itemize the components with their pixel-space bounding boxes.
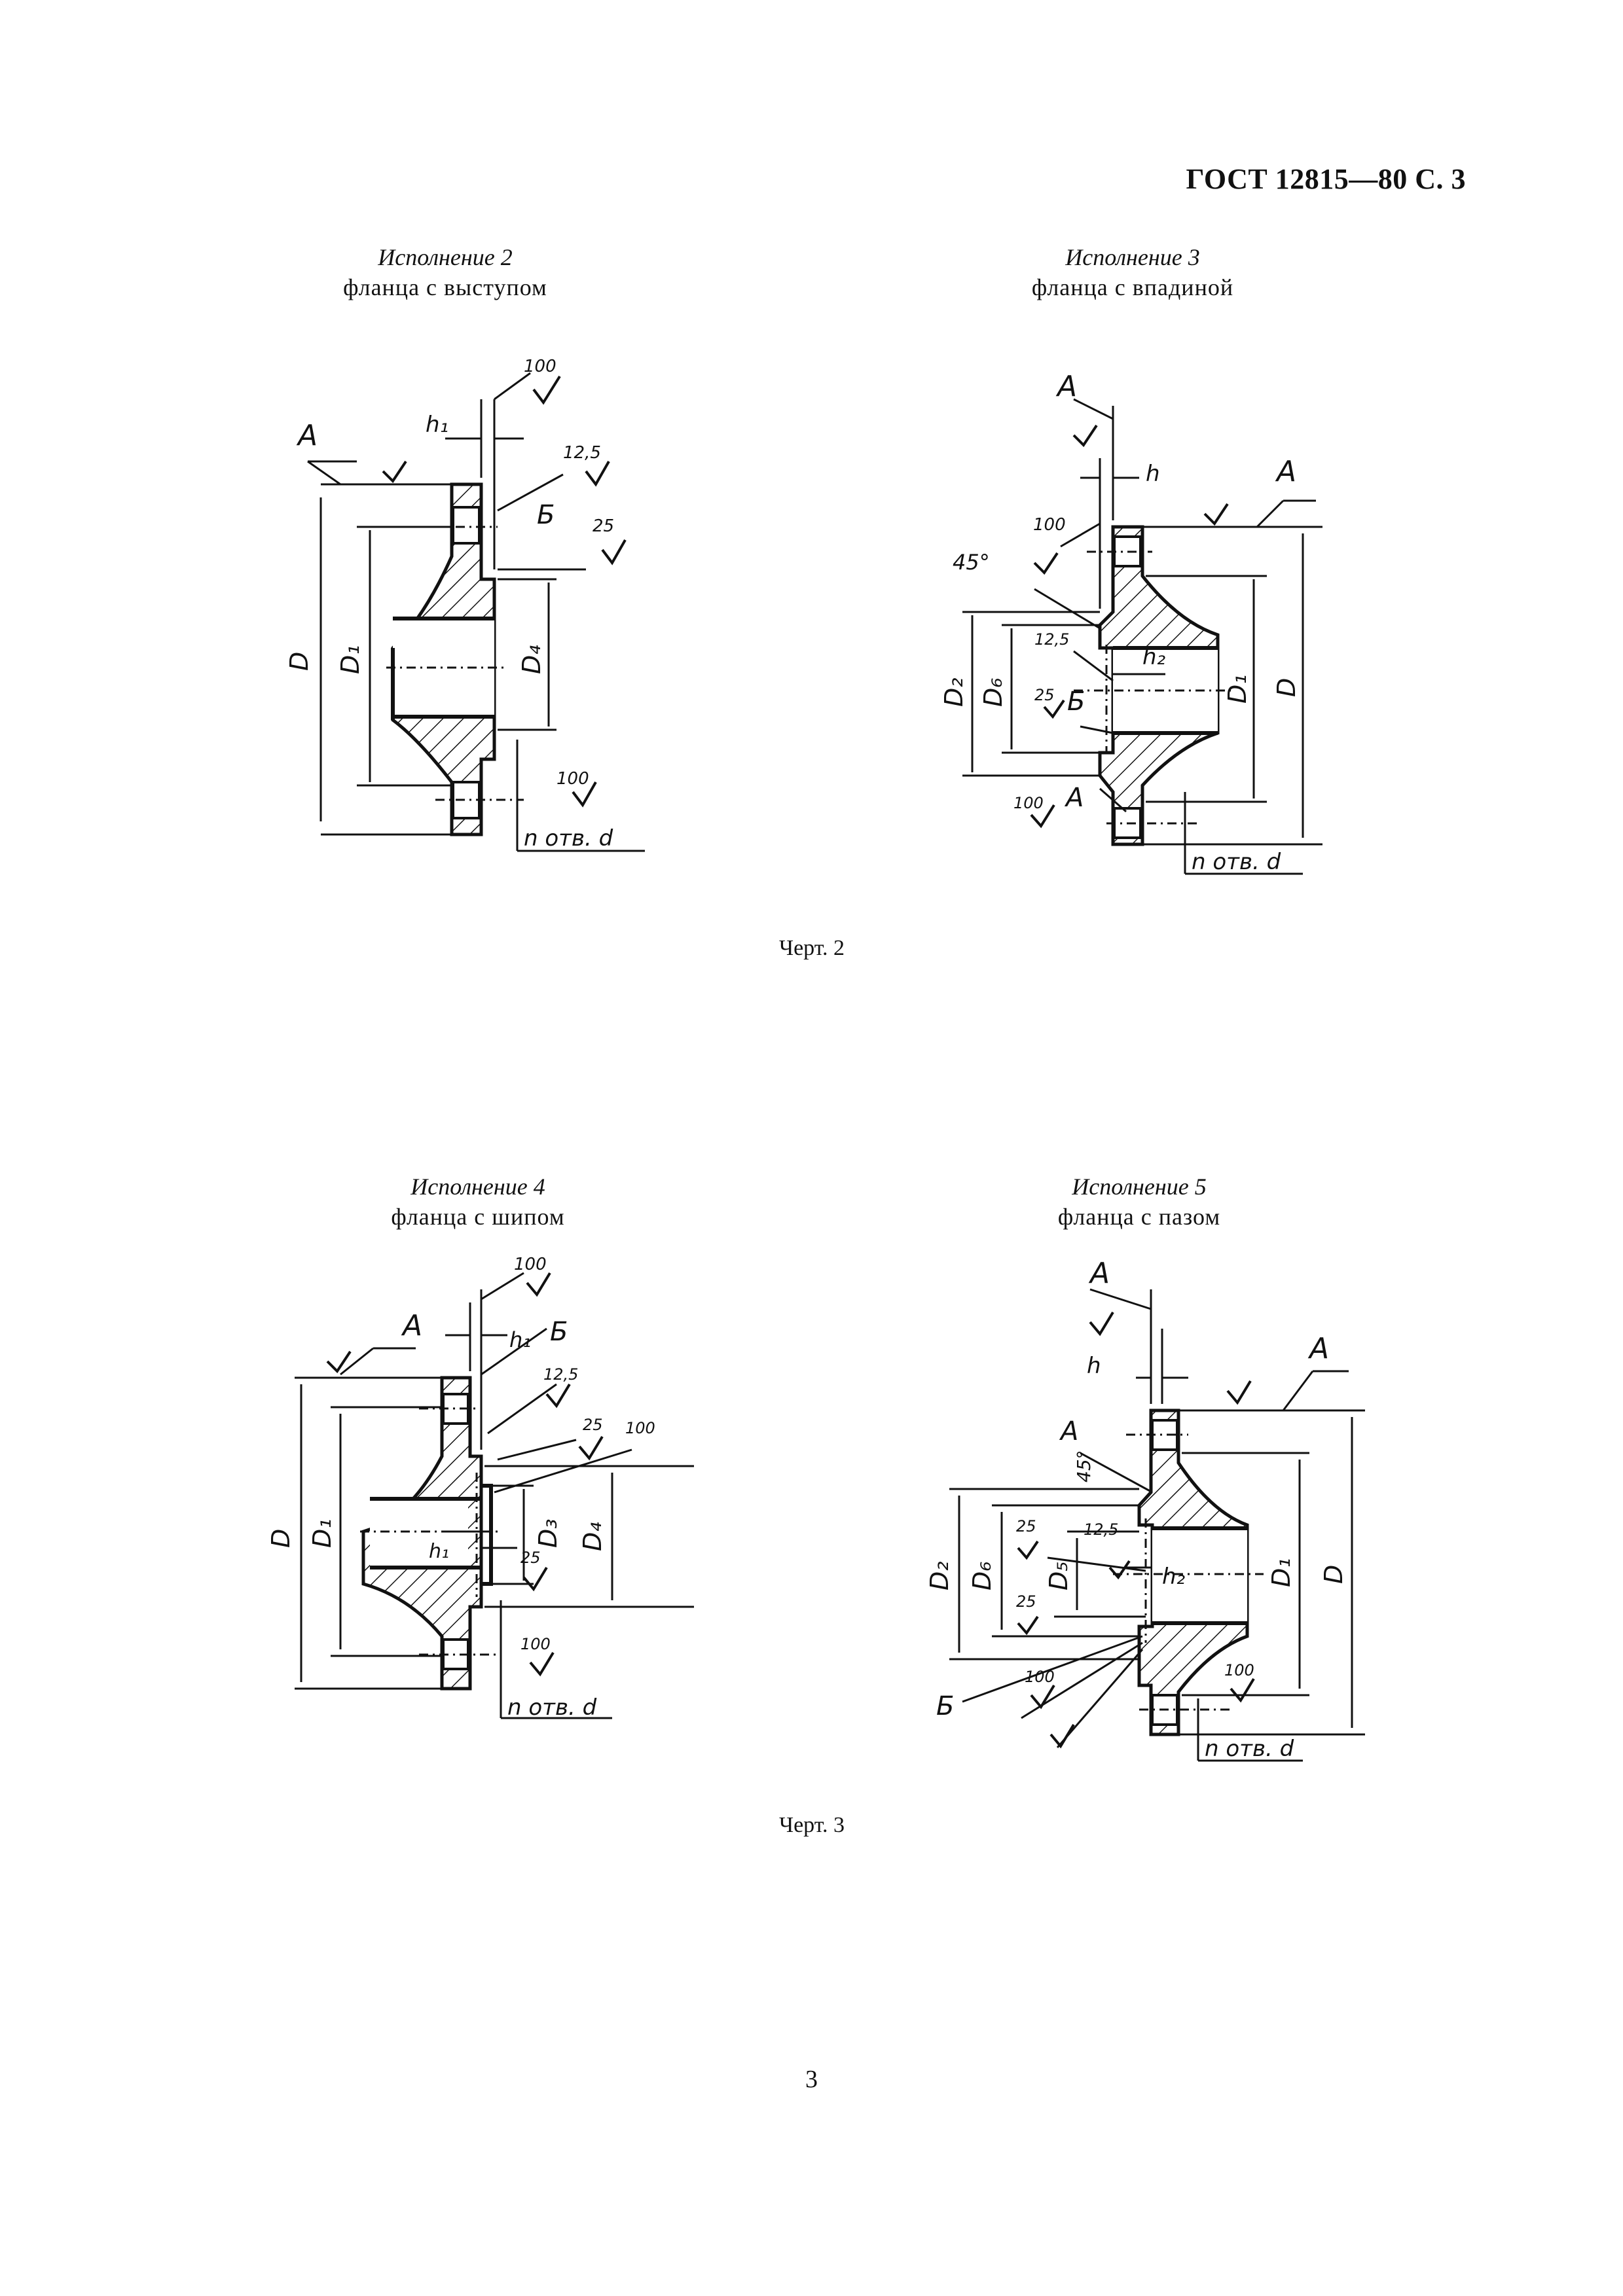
document-header: ГОСТ 12815—80 С. 3 xyxy=(1186,163,1466,195)
holes-label: n отв. d xyxy=(1205,1736,1294,1762)
variant-label: Исполнение 5 xyxy=(1072,1174,1207,1200)
datum-a2-label: A xyxy=(1307,1332,1329,1365)
datum-a3-label: A xyxy=(1064,783,1084,813)
roughness-25-label: 25 xyxy=(1016,1517,1036,1535)
datum-a-label: A xyxy=(296,419,318,452)
dim-d-label: D xyxy=(1272,678,1301,697)
datum-a-label: A xyxy=(1088,1257,1110,1290)
surface-b-label: Б xyxy=(537,500,555,530)
roughness-12-5-label: 12,5 xyxy=(563,443,601,463)
holes-label: n отв. d xyxy=(524,825,613,852)
dim-d1-label: D₁ xyxy=(336,645,365,675)
surface-b-label: Б xyxy=(936,1691,954,1721)
flange-name: фланца с пазом xyxy=(1057,1204,1221,1230)
holes-label: n отв. d xyxy=(1192,849,1281,875)
roughness-25-label: 25 xyxy=(593,516,614,536)
h-label: h xyxy=(1087,1353,1101,1379)
figure-title-2: Исполнение 2 фланца с выступом xyxy=(216,242,674,302)
h-label: h xyxy=(1146,461,1160,487)
h2-label: h₂ xyxy=(1142,644,1166,670)
roughness-25b-label: 25 xyxy=(1016,1592,1036,1611)
roughness-100-label: 100 xyxy=(1025,1668,1055,1686)
dim-d6-label: D₆ xyxy=(979,678,1008,708)
holes-label: n отв. d xyxy=(507,1695,597,1721)
figure-title-5: Исполнение 5 фланца с пазом xyxy=(910,1172,1368,1232)
figure-caption-2: Черт. 2 xyxy=(778,936,845,960)
dim-d4-label: D₄ xyxy=(578,1522,607,1552)
roughness-100-label: 100 xyxy=(514,1255,547,1274)
h1b-label: h₁ xyxy=(429,1540,449,1563)
roughness-100-label: 100 xyxy=(1033,515,1066,535)
datum-a-label: A xyxy=(401,1309,422,1342)
roughness-100b-label: 100 xyxy=(520,1635,551,1653)
dim-d1-label: D₁ xyxy=(1267,1558,1296,1588)
roughness-100c-label: 100 xyxy=(625,1419,655,1437)
roughness-12-5-label: 12,5 xyxy=(543,1365,578,1384)
h1-label: h₁ xyxy=(509,1327,531,1352)
dim-d2-label: D₂ xyxy=(925,1562,954,1591)
dim-d1-label: D₁ xyxy=(308,1519,337,1549)
roughness-100-label: 100 xyxy=(524,357,556,376)
dim-d6-label: D₆ xyxy=(968,1562,996,1591)
roughness-100b-label: 100 xyxy=(1224,1661,1254,1679)
figure-caption-3: Черт. 3 xyxy=(778,1813,845,1837)
datum-a2-label: A xyxy=(1275,455,1296,488)
roughness-25-label: 25 xyxy=(1034,686,1055,704)
variant-label: Исполнение 3 xyxy=(1065,244,1200,270)
dim-d3-label: D₃ xyxy=(534,1519,562,1549)
roughness-100b-label: 100 xyxy=(1013,794,1044,812)
figure-title-4: Исполнение 4 фланца с шипом xyxy=(249,1172,707,1232)
page-number: 3 xyxy=(805,2066,818,2093)
angle-label: 45° xyxy=(1073,1450,1095,1482)
figure-title-3: Исполнение 3 фланца с впадиной xyxy=(903,242,1362,302)
dim-d1-label: D₁ xyxy=(1223,675,1252,704)
variant-label: Исполнение 4 xyxy=(410,1174,545,1200)
h1-label: h₁ xyxy=(426,412,448,438)
dim-d-label: D xyxy=(1319,1565,1348,1584)
h2-label: h₂ xyxy=(1162,1564,1186,1590)
surface-b-label: Б xyxy=(1067,687,1085,717)
roughness-12-5-label: 12,5 xyxy=(1084,1520,1118,1539)
dim-d4-label: D₄ xyxy=(517,645,546,675)
flange-name: фланца с шипом xyxy=(391,1204,565,1230)
dim-d-label: D xyxy=(266,1529,295,1548)
datum-a3-label: A xyxy=(1059,1416,1078,1446)
dim-d-label: D xyxy=(285,652,314,671)
datum-a-label: A xyxy=(1055,370,1077,403)
roughness-12-5-label: 12,5 xyxy=(1034,630,1069,649)
roughness-25-label: 25 xyxy=(583,1416,603,1434)
dim-d5-label: D₅ xyxy=(1044,1562,1073,1591)
flange-name: фланца с выступом xyxy=(343,274,547,300)
angle-label: 45° xyxy=(953,550,990,575)
variant-label: Исполнение 2 xyxy=(378,244,513,270)
dim-d2-label: D₂ xyxy=(939,678,968,708)
roughness-100b-label: 100 xyxy=(556,769,589,789)
roughness-25b-label: 25 xyxy=(520,1549,541,1567)
surface-b-label: Б xyxy=(550,1317,568,1347)
flange-name: фланца с впадиной xyxy=(1031,274,1234,300)
